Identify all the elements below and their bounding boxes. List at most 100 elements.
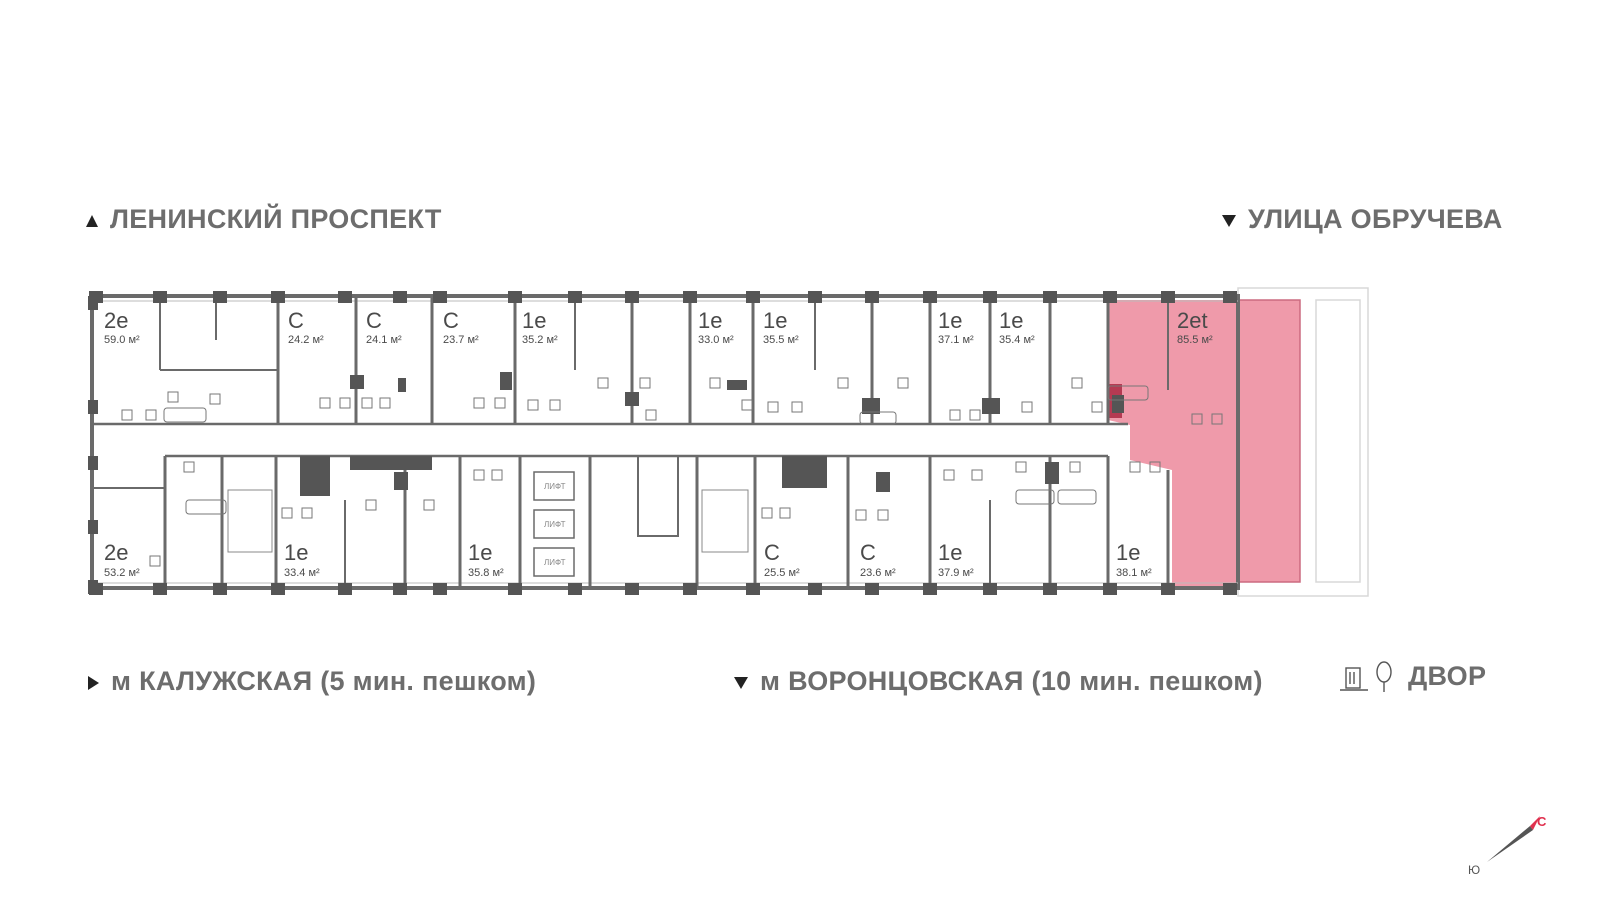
fixture (339, 397, 351, 409)
core-block (500, 372, 512, 390)
fixture (494, 397, 506, 409)
core-block (300, 456, 330, 496)
fixture (423, 499, 435, 511)
unit-type: 1e (522, 308, 546, 333)
core-block (398, 378, 406, 392)
column (923, 291, 937, 303)
column (508, 583, 522, 595)
unit-area: 33.0 м² (698, 334, 734, 346)
fixture (949, 409, 961, 421)
fixture (767, 401, 779, 413)
column (983, 583, 997, 595)
fixture (361, 397, 373, 409)
unit-type: С (764, 540, 780, 565)
column (89, 583, 103, 595)
fixture (837, 377, 849, 389)
fixture (527, 399, 539, 411)
column (923, 583, 937, 595)
fixture (365, 499, 377, 511)
core-block (625, 392, 639, 406)
lift-group: ЛИФТ ЛИФТ ЛИФТ (544, 482, 566, 567)
unit-area: 35.2 м² (522, 334, 558, 346)
courtyard-name: ДВОР (1408, 661, 1487, 692)
unit-label[interactable]: С23.6 м² (860, 540, 896, 579)
core-block (1045, 462, 1059, 484)
column (153, 583, 167, 595)
walls (90, 294, 1240, 590)
unit-type: С (288, 308, 304, 333)
fixture (943, 469, 955, 481)
unit-type: 1e (468, 540, 492, 565)
fixture (183, 461, 195, 473)
fixture (145, 409, 157, 421)
fixture (167, 391, 179, 403)
compass-north-label: С (1537, 814, 1547, 829)
bathtub (1057, 489, 1097, 505)
column (746, 291, 760, 303)
street-name: УЛИЦА ОБРУЧЕВА (1248, 204, 1503, 234)
column (89, 291, 103, 303)
unit-label[interactable]: С24.2 м² (288, 308, 324, 346)
unit-area: 24.1 м² (366, 334, 402, 346)
column (88, 400, 98, 414)
unit-type: 1e (938, 540, 962, 565)
metro-name: м КАЛУЖСКАЯ (5 мин. пешком) (111, 666, 537, 696)
column (1103, 583, 1117, 595)
bathroom-fixtures (121, 377, 1223, 567)
column (338, 291, 352, 303)
fixture (645, 409, 657, 421)
fixture (379, 397, 391, 409)
column (983, 291, 997, 303)
fixture (597, 377, 609, 389)
column (746, 583, 760, 595)
fixture (877, 509, 889, 521)
fixture (855, 509, 867, 521)
fixture (761, 507, 773, 519)
column (625, 583, 639, 595)
column (271, 583, 285, 595)
courtyard-label: ДВОР (1338, 660, 1486, 696)
unit-label[interactable]: С23.7 м² (443, 308, 479, 346)
unit-type: 2e (104, 308, 128, 333)
column (683, 583, 697, 595)
fixture (897, 377, 909, 389)
core-block (876, 472, 890, 492)
fixture (709, 377, 721, 389)
unit-type: С (366, 308, 382, 333)
fixture (491, 469, 503, 481)
unit-type: 1e (763, 308, 787, 333)
metro-name: м ВОРОНЦОВСКАЯ (10 мин. пешком) (760, 666, 1263, 696)
unit-type: С (443, 308, 459, 333)
column (88, 456, 98, 470)
column (625, 291, 639, 303)
fixture (281, 507, 293, 519)
bathtub (185, 499, 227, 515)
unit-type: 2et (1177, 308, 1208, 333)
unit-label[interactable]: С24.1 м² (366, 308, 402, 346)
unit-area: 38.1 м² (1116, 567, 1152, 579)
column (433, 583, 447, 595)
direction-arrow-icon (1222, 214, 1236, 227)
unit-label[interactable]: С25.5 м² (764, 540, 800, 579)
fixture (1021, 401, 1033, 413)
unit-type: 1e (938, 308, 962, 333)
column (393, 291, 407, 303)
unit-area: 35.4 м² (999, 334, 1035, 346)
bathtub (1015, 489, 1055, 505)
courtyard-icon (1340, 661, 1392, 692)
fixture (549, 399, 561, 411)
unit-area: 85.5 м² (1177, 334, 1213, 346)
direction-arrow-icon (86, 214, 98, 227)
